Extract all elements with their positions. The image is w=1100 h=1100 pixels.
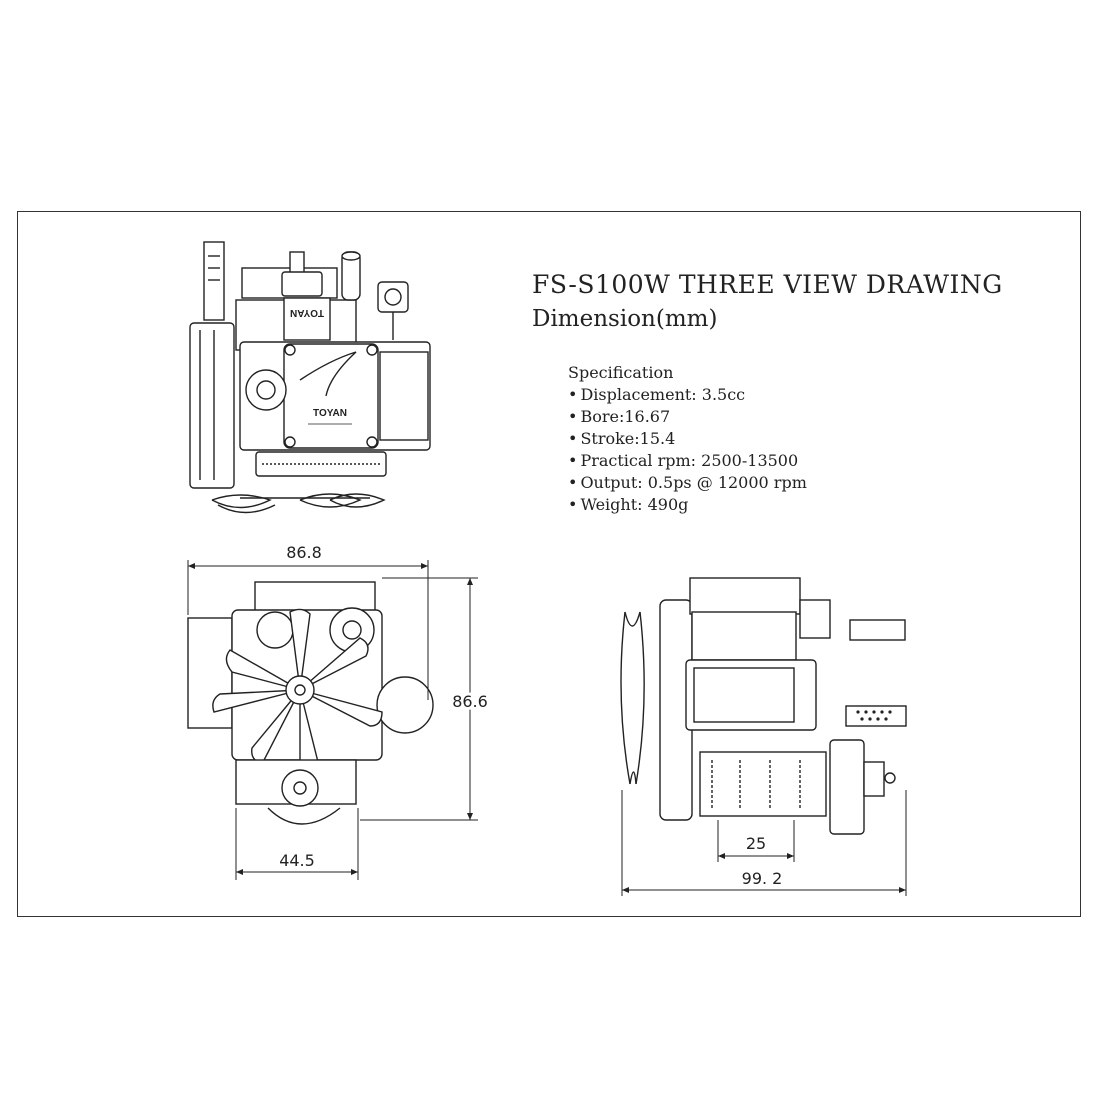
- front-dimensions: [187, 560, 478, 880]
- top-brand-label: TOYAN: [313, 408, 347, 419]
- top-view: TOYAN TOYAN: [189, 241, 431, 514]
- dim-front-height: 86.6: [452, 692, 488, 711]
- side-output-plate: [829, 739, 865, 835]
- top-main-plate: [283, 343, 379, 449]
- top-fan: [211, 493, 386, 514]
- side-upper-block: [691, 611, 797, 661]
- side-dimensions: [621, 790, 907, 896]
- top-lower-flange: [255, 451, 387, 477]
- specification-list: Displacement: 3.5cc Bore:16.67 Stroke:15…: [568, 384, 807, 516]
- dim-side-detail: 25: [746, 834, 766, 853]
- top-flywheel: [189, 322, 235, 489]
- top-left-post: [203, 241, 225, 321]
- spec-bore: Bore:16.67: [568, 406, 807, 428]
- front-flywheel: [187, 617, 233, 729]
- dim-front-base: 44.5: [279, 851, 315, 870]
- side-valve: [799, 599, 831, 639]
- top-label-plate: [283, 297, 331, 341]
- top-plug: [289, 251, 305, 275]
- side-gearbox: [699, 751, 827, 817]
- specification-heading: Specification: [568, 363, 674, 382]
- specification-block: Specification Displacement: 3.5cc Bore:1…: [568, 362, 807, 516]
- spec-weight: Weight: 490g: [568, 494, 807, 516]
- side-head: [689, 577, 801, 615]
- front-fan: [212, 608, 383, 775]
- spec-rpm: Practical rpm: 2500-13500: [568, 450, 807, 472]
- top-side-block: [379, 351, 429, 441]
- dim-side-total: 99. 2: [742, 869, 783, 888]
- side-shaft-hub: [863, 761, 885, 797]
- side-exhaust: [849, 619, 906, 641]
- top-mirrored-label: TOYAN: [290, 307, 324, 318]
- spec-stroke: Stroke:15.4: [568, 428, 807, 450]
- drawing-subtitle: Dimension(mm): [532, 306, 718, 332]
- front-side-boss: [376, 676, 434, 734]
- front-gear-arc: [267, 807, 341, 825]
- side-view: [620, 577, 907, 835]
- front-view: [187, 581, 434, 825]
- side-fan: [620, 611, 645, 785]
- side-carburetor: [845, 705, 907, 727]
- dim-front-width: 86.8: [286, 543, 322, 562]
- spec-output: Output: 0.5ps @ 12000 rpm: [568, 472, 806, 494]
- drawing-frame: [17, 211, 1081, 917]
- drawing-title: FS-S100W THREE VIEW DRAWING: [532, 270, 1003, 299]
- spec-displacement: Displacement: 3.5cc: [568, 384, 807, 406]
